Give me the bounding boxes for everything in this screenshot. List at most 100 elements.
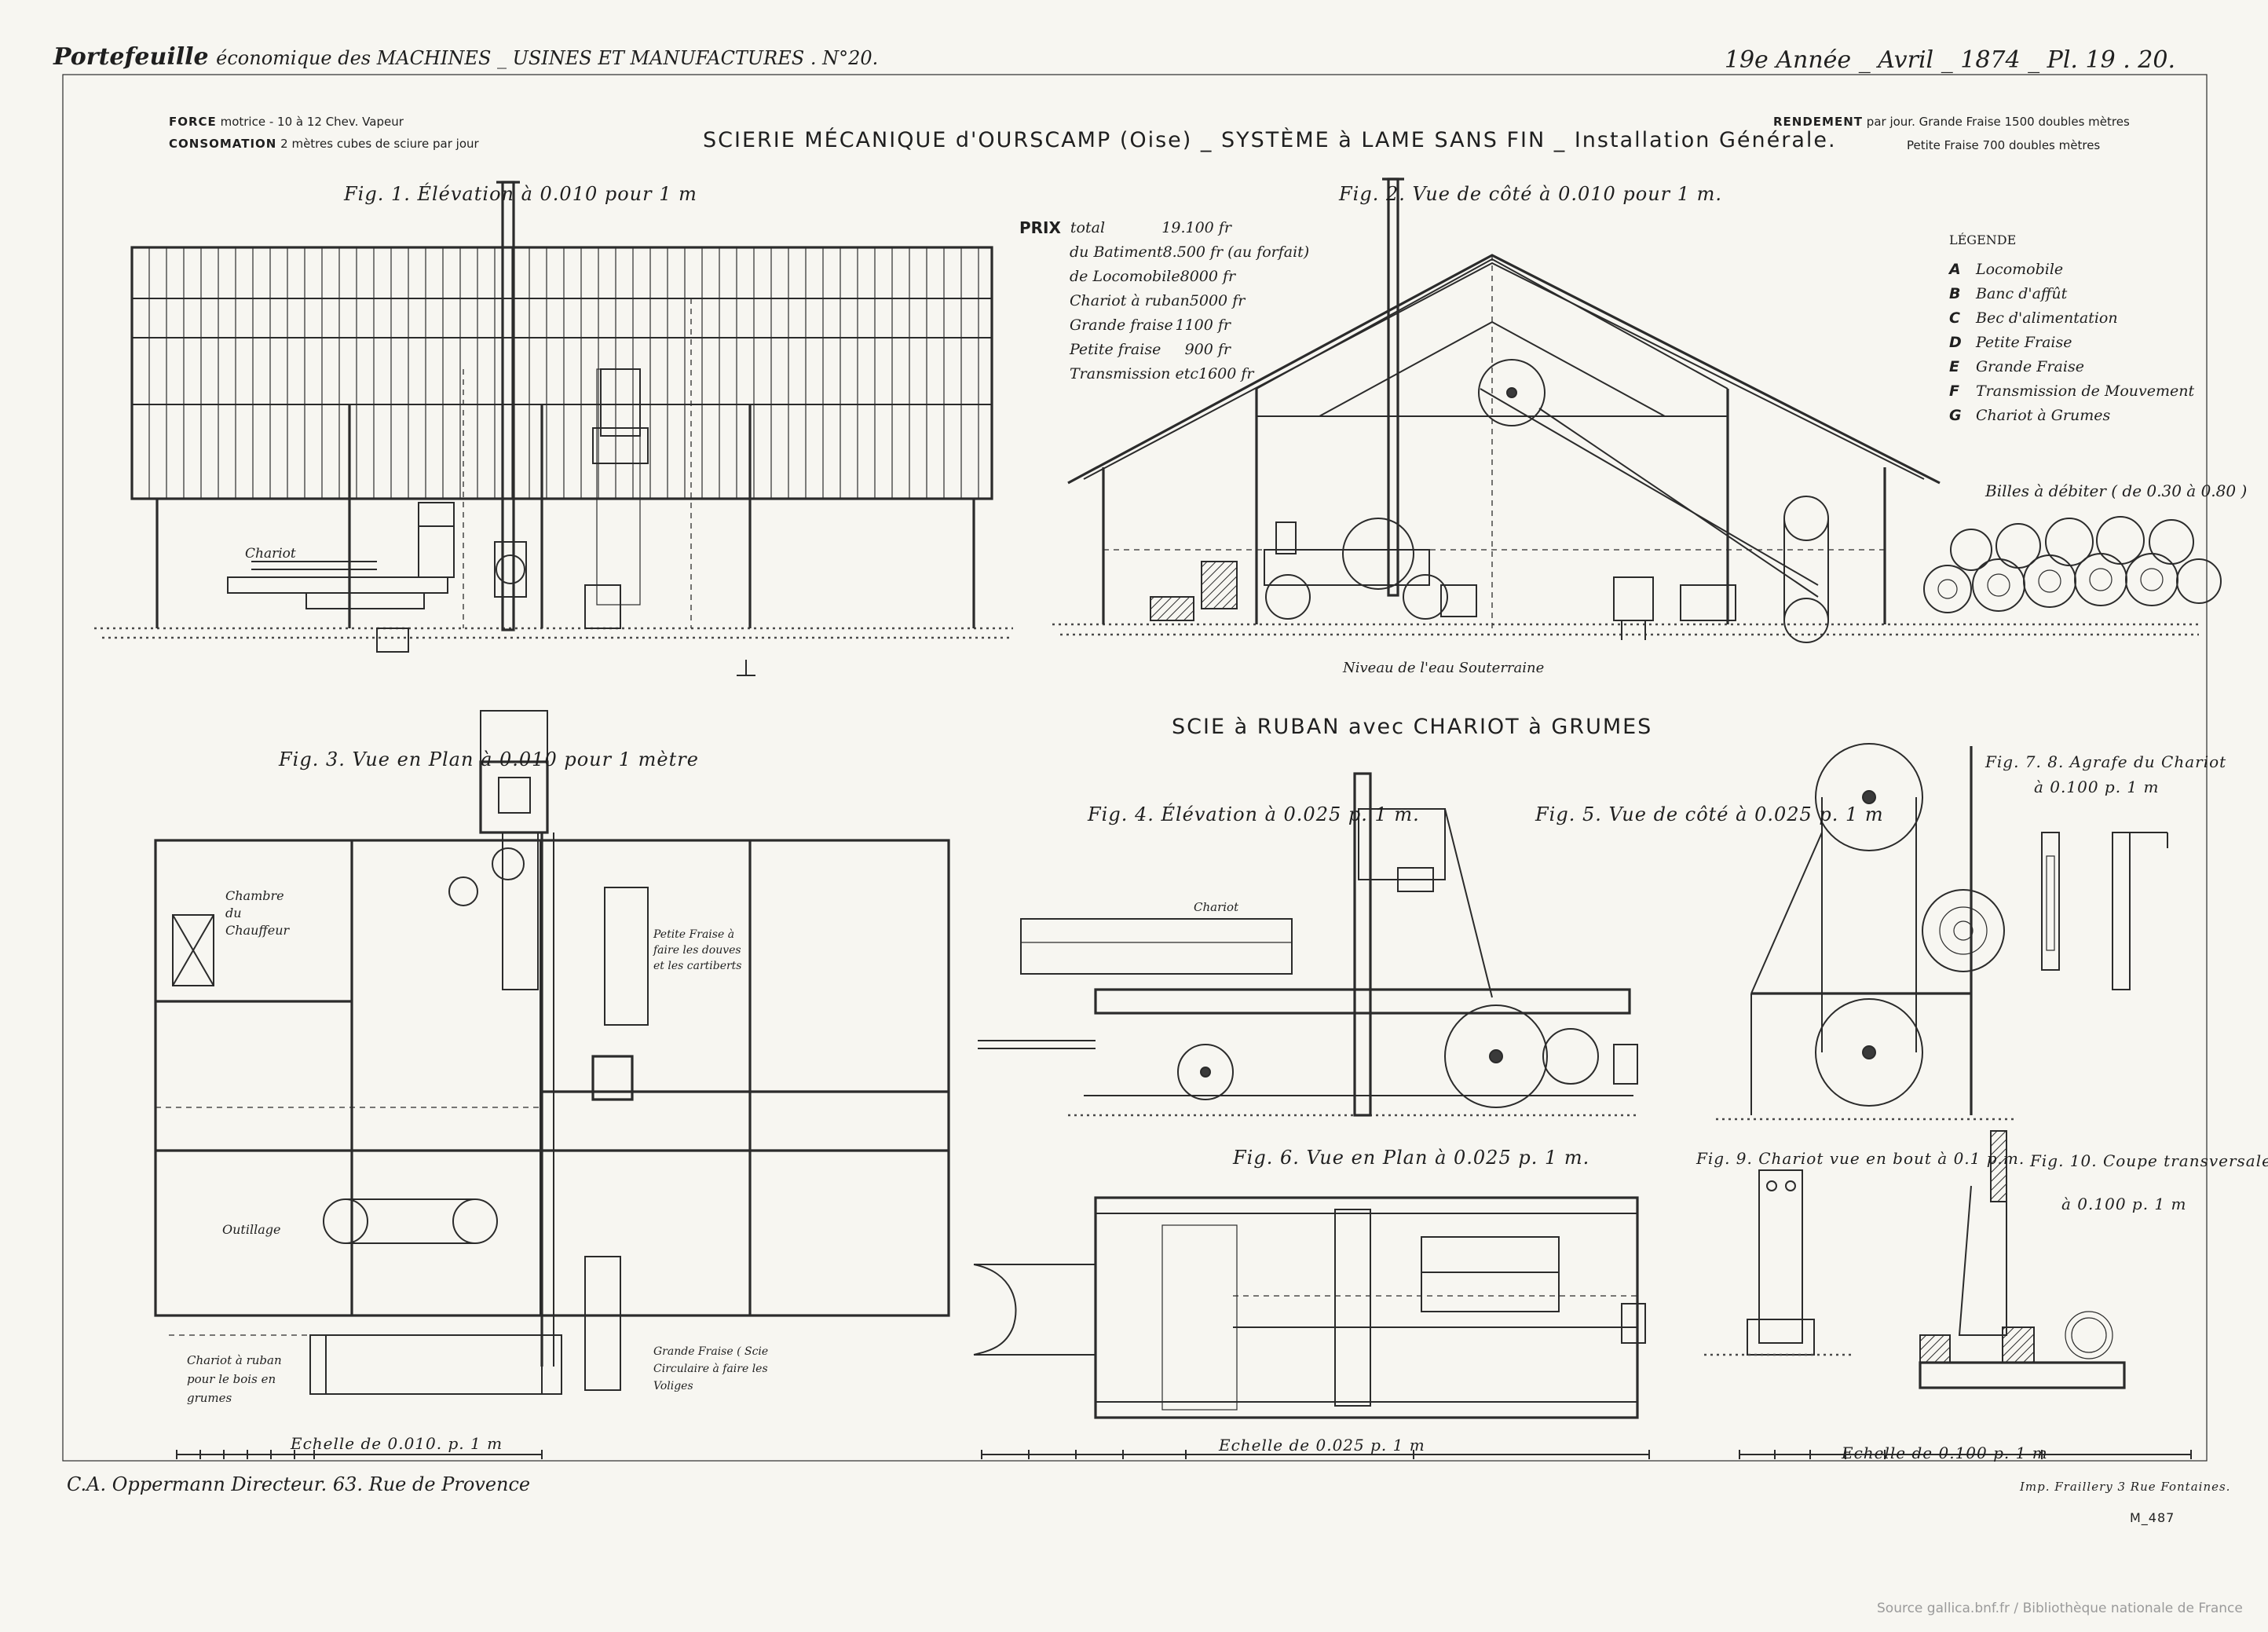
scale-label-2: Echelle de 0.025 p. 1 m bbox=[1219, 1436, 1425, 1455]
prix-row-value: 1600 fr bbox=[1198, 365, 1254, 382]
chariot-ruban-label: Chariot à ruban pour le bois en grumes bbox=[187, 1353, 282, 1405]
prix-row-name: de Locomobile bbox=[1070, 268, 1180, 285]
legend-key: E bbox=[1949, 358, 1959, 375]
fig5-caption: Fig. 5. Vue de côté à 0.025 p. 1 m bbox=[1535, 803, 1884, 825]
rendement-label: RENDEMENT bbox=[1773, 115, 1864, 129]
petite-fraise-label: Petite Fraise à faire les douves et les … bbox=[653, 928, 742, 972]
outillage-label: Outillage bbox=[222, 1222, 281, 1237]
water-level-label: Niveau de l'eau Souterraine bbox=[1343, 660, 1545, 676]
fig6-saw-plan bbox=[973, 1196, 1646, 1419]
prix-row-value: 8000 fr bbox=[1180, 268, 1236, 285]
rendement-text-2: Petite Fraise 700 doubles mètres bbox=[1907, 138, 2101, 152]
fig4-chariot-label: Chariot bbox=[1194, 900, 1239, 914]
fig9-chariot-end bbox=[1704, 1169, 1853, 1356]
fig2-caption: Fig. 2. Vue de côté à 0.010 pour 1 m. bbox=[1339, 183, 1723, 205]
legend-item: D Petite Fraise bbox=[1949, 331, 2194, 355]
fig4-saw-elevation bbox=[978, 772, 1638, 1117]
journal-title-rest: économique des MACHINES _ USINES ET MANU… bbox=[216, 47, 879, 69]
main-title: SCIERIE MÉCANIQUE d'OURSCAMP (Oise) _ SY… bbox=[703, 128, 1837, 152]
fig2-side-view bbox=[1052, 177, 2222, 643]
fig6-caption: Fig. 6. Vue en Plan à 0.025 p. 1 m. bbox=[1233, 1147, 1590, 1169]
plate-frame bbox=[62, 74, 2208, 1462]
director-credit: C.A. Oppermann Directeur. 63. Rue de Pro… bbox=[67, 1473, 531, 1495]
legend-label: Chariot à Grumes bbox=[1976, 407, 2111, 424]
scale-bars bbox=[176, 1450, 2192, 1459]
rendement-info: RENDEMENT par jour. Grande Fraise 1500 d… bbox=[1773, 116, 2130, 128]
prix-row-value: 900 fr bbox=[1184, 341, 1231, 358]
legend-label: Locomobile bbox=[1976, 261, 2064, 278]
source-credit: Source gallica.bnf.fr / Bibliothèque nat… bbox=[1877, 1601, 2243, 1616]
prix-row-name: du Batiment bbox=[1070, 243, 1163, 261]
fig10-scale: à 0.100 p. 1 m bbox=[2061, 1195, 2187, 1213]
legend-label: Transmission de Mouvement bbox=[1976, 382, 2195, 400]
issue-reference: 19e Année _ Avril _ 1874 _ Pl. 19 . 20. bbox=[1724, 46, 2175, 74]
prix-row-value: 1100 fr bbox=[1175, 317, 1231, 334]
legend-item: G Chariot à Grumes bbox=[1949, 404, 2194, 428]
fig78-clip bbox=[2041, 832, 2168, 990]
fig10-cross-section bbox=[1919, 1130, 2126, 1389]
legend-label: Banc d'affût bbox=[1976, 285, 2068, 302]
legend-item: C Bec d'alimentation bbox=[1949, 306, 2194, 331]
consommation-text: 2 mètres cubes de sciure par jour bbox=[280, 137, 479, 151]
chariot-label: Chariot bbox=[245, 546, 296, 562]
legend-key: F bbox=[1949, 382, 1959, 400]
prix-row-value: 19.100 fr bbox=[1161, 219, 1231, 236]
fig1-elevation bbox=[94, 181, 1013, 676]
legend-label: Petite Fraise bbox=[1976, 334, 2072, 351]
legend-label: Bec d'alimentation bbox=[1976, 309, 2118, 327]
prix-row: total 19.100 fr bbox=[1070, 216, 1231, 240]
legend-item: A Locomobile bbox=[1949, 258, 2194, 282]
fig10-caption: Fig. 10. Coupe transversale bbox=[2030, 1151, 2268, 1170]
journal-title-script: Portefeuille bbox=[53, 43, 209, 71]
force-text: motrice - 10 à 12 Chev. Vapeur bbox=[220, 115, 404, 129]
fig3-plan-view bbox=[154, 710, 950, 1395]
legend-title: LÉGENDE bbox=[1949, 232, 2017, 247]
grande-fraise-label: Grande Fraise ( Scie Circulaire à faire … bbox=[653, 1345, 769, 1392]
sub-title: SCIE à RUBAN avec CHARIOT à GRUMES bbox=[1172, 715, 1653, 739]
prix-row-name: Transmission etc bbox=[1070, 365, 1198, 382]
legend-item: B Banc d'affût bbox=[1949, 282, 2194, 306]
printer-credit: Imp. Fraillery 3 Rue Fontaines. bbox=[2020, 1480, 2231, 1494]
prix-row-name: Chariot à ruban bbox=[1070, 292, 1190, 309]
prix-row-name: total bbox=[1070, 219, 1106, 236]
prix-row-value: 5000 fr bbox=[1189, 292, 1246, 309]
legend-item: F Transmission de Mouvement bbox=[1949, 379, 2194, 404]
rendement-text-1: par jour. Grande Fraise 1500 doubles mèt… bbox=[1866, 115, 2130, 129]
force-info: FORCE motrice - 10 à 12 Chev. Vapeur bbox=[169, 116, 404, 128]
legend-key: C bbox=[1949, 309, 1960, 327]
plate-number: M_487 bbox=[2130, 1510, 2175, 1525]
chambre-label: Chambre du Chauffeur bbox=[225, 888, 290, 938]
legend-key: A bbox=[1949, 261, 1961, 278]
legend-label: Grande Fraise bbox=[1976, 358, 2084, 375]
prix-label: PRIX bbox=[1019, 218, 1061, 237]
fig78-caption: Fig. 7. 8. Agrafe du Chariot bbox=[1985, 752, 2227, 771]
logs-label: Billes à débiter ( de 0.30 à 0.80 ) bbox=[1985, 481, 2248, 500]
scale-label-3: Echelle de 0.100 p. 1 m bbox=[1842, 1444, 2048, 1462]
legend-key: B bbox=[1949, 285, 1961, 302]
fig78-scale: à 0.100 p. 1 m bbox=[2034, 778, 2160, 796]
fig5-saw-side bbox=[1716, 743, 2014, 1121]
consommation-info: CONSOMATION 2 mètres cubes de sciure par… bbox=[169, 138, 479, 150]
legend-list: A Locomobile B Banc d'affût C Bec d'aliment… bbox=[1949, 258, 2194, 428]
prix-row-name: Grande fraise bbox=[1070, 317, 1173, 334]
prix-row-value: 8.500 fr (au forfait) bbox=[1162, 243, 1310, 261]
fig1-caption: Fig. 1. Élévation à 0.010 pour 1 m bbox=[344, 183, 697, 205]
consommation-label: CONSOMATION bbox=[169, 137, 277, 151]
scale-label-1: Echelle de 0.010. p. 1 m bbox=[291, 1434, 503, 1453]
legend-item: E Grande Fraise bbox=[1949, 355, 2194, 379]
fig9-caption: Fig. 9. Chariot vue en bout à 0.1 p.m. bbox=[1696, 1149, 2025, 1168]
force-label: FORCE bbox=[169, 115, 217, 129]
fig3-caption: Fig. 3. Vue en Plan à 0.010 pour 1 mètre bbox=[279, 748, 699, 770]
legend-key: D bbox=[1949, 334, 1962, 351]
fig4-caption: Fig. 4. Élévation à 0.025 p. 1 m. bbox=[1088, 803, 1420, 825]
journal-title: Portefeuille économique des MACHINES _ U… bbox=[53, 46, 878, 69]
legend-key: G bbox=[1949, 407, 1962, 424]
